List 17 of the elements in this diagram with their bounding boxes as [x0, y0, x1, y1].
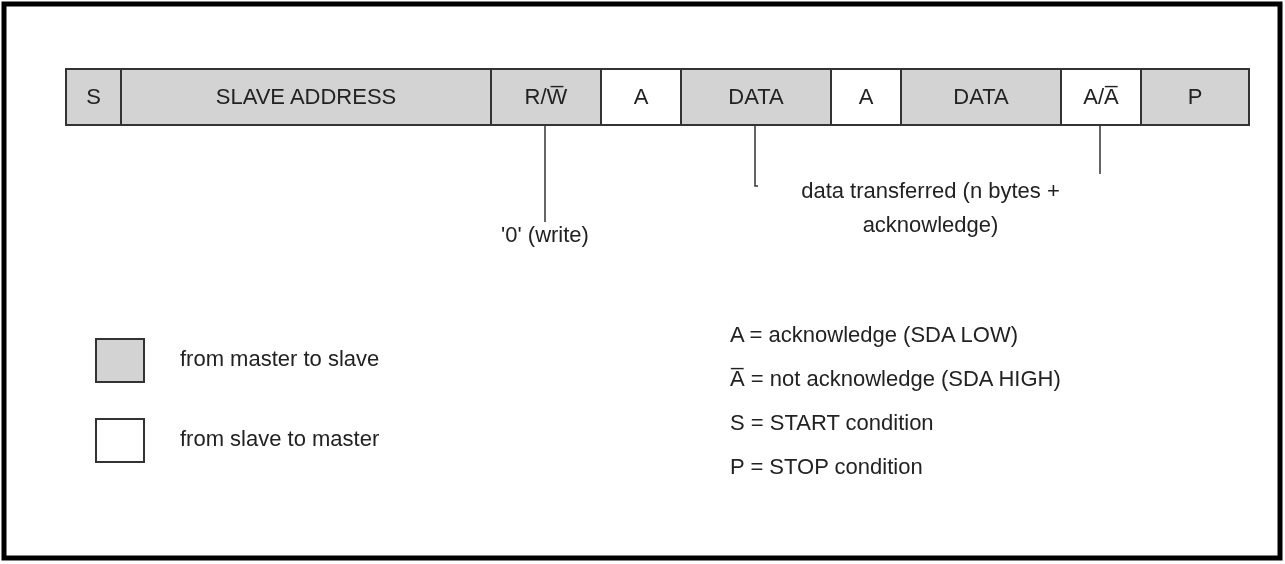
frame-field: SLAVE ADDRESS	[120, 68, 492, 126]
frame-field: A	[830, 68, 902, 126]
frame-field: DATA	[900, 68, 1062, 126]
frame-field: S	[65, 68, 122, 126]
definition-text: A̅ = not acknowledge (SDA HIGH)	[730, 366, 1061, 392]
frame-field: A/A̅	[1060, 68, 1142, 126]
annotation-text: '0' (write)	[470, 222, 620, 248]
definition-text: S = START condition	[730, 410, 934, 436]
definition-text: P = STOP condition	[730, 454, 923, 480]
leader-line	[544, 125, 546, 223]
frame-field: R/W̅	[490, 68, 602, 126]
frame-field: P	[1140, 68, 1250, 126]
legend-text: from slave to master	[180, 426, 380, 452]
legend-text: from master to slave	[180, 346, 380, 372]
frame-field: DATA	[680, 68, 832, 126]
definition-text: A = acknowledge (SDA LOW)	[730, 322, 1018, 348]
frame-field: A	[600, 68, 682, 126]
